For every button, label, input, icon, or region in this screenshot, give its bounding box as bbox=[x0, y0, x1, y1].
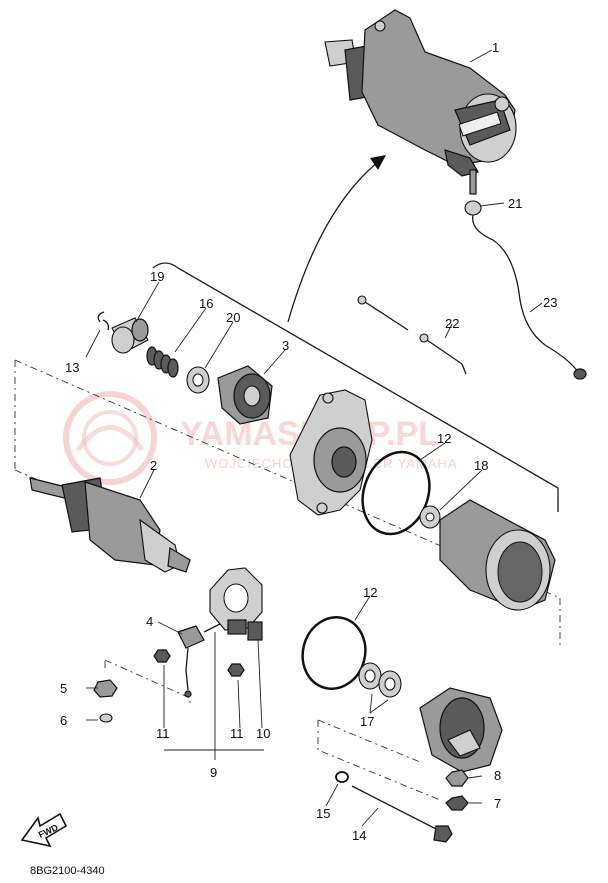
callout-19: 19 bbox=[150, 269, 164, 284]
callout-12-upper: 12 bbox=[437, 431, 451, 446]
brush-terminal bbox=[177, 623, 221, 698]
callout-12-lower: 12 bbox=[363, 585, 377, 600]
callout-10: 10 bbox=[256, 726, 270, 741]
front-cover bbox=[289, 389, 373, 516]
small-washer bbox=[419, 505, 441, 529]
hex-nut bbox=[93, 679, 118, 698]
callout-1: 1 bbox=[492, 40, 499, 55]
callout-14: 14 bbox=[352, 828, 366, 843]
callout-18: 18 bbox=[474, 458, 488, 473]
nut-right bbox=[227, 663, 245, 677]
callout-23: 23 bbox=[543, 295, 557, 310]
callout-numbers: 1 2 3 4 5 6 7 8 9 10 11 11 12 12 13 14 1… bbox=[60, 40, 557, 843]
callout-9: 9 bbox=[210, 765, 217, 780]
pinion-gear bbox=[217, 365, 273, 425]
washer-8 bbox=[445, 769, 469, 787]
callout-2: 2 bbox=[150, 458, 157, 473]
rear-cover bbox=[419, 687, 503, 773]
starter-cable bbox=[472, 214, 587, 380]
callout-leaders bbox=[85, 49, 543, 827]
armature bbox=[29, 477, 191, 573]
thrust-washers bbox=[358, 662, 402, 698]
callout-22: 22 bbox=[445, 316, 459, 331]
callout-7: 7 bbox=[494, 796, 501, 811]
motor-yoke bbox=[439, 499, 556, 611]
assembly-bracket-line bbox=[152, 262, 559, 512]
callout-11-left: 11 bbox=[156, 726, 170, 741]
long-bolts bbox=[357, 295, 467, 375]
terminal-bolt bbox=[464, 169, 482, 216]
assembly-arrow bbox=[287, 155, 386, 323]
o-ring-upper bbox=[361, 450, 431, 536]
watermark-logo-icon bbox=[63, 391, 157, 485]
callout-15: 15 bbox=[316, 806, 330, 821]
circlip bbox=[97, 311, 105, 323]
callout-21: 21 bbox=[508, 196, 522, 211]
drawing-code: 8BG2100-4340 bbox=[30, 865, 105, 877]
callout-20: 20 bbox=[226, 310, 240, 325]
collar bbox=[111, 317, 149, 354]
callout-11-right: 11 bbox=[230, 726, 244, 741]
washer bbox=[186, 366, 210, 394]
spring bbox=[146, 346, 179, 378]
callout-17: 17 bbox=[360, 714, 374, 729]
nut-left bbox=[153, 649, 171, 663]
spring-washer bbox=[99, 713, 113, 723]
through-bolt bbox=[351, 785, 453, 843]
callout-5: 5 bbox=[60, 681, 67, 696]
o-ring-lower bbox=[301, 616, 367, 690]
callout-8: 8 bbox=[494, 768, 501, 783]
callout-3: 3 bbox=[282, 338, 289, 353]
callout-16: 16 bbox=[199, 296, 213, 311]
o-ring-small bbox=[335, 771, 349, 783]
brush-plate bbox=[209, 567, 263, 641]
starter-motor-assembly bbox=[324, 9, 517, 177]
nut-7 bbox=[445, 795, 469, 811]
callout-4: 4 bbox=[146, 614, 153, 629]
callout-6: 6 bbox=[60, 713, 67, 728]
callout-13: 13 bbox=[65, 360, 79, 375]
fwd-arrow-icon: FWD bbox=[20, 812, 68, 848]
